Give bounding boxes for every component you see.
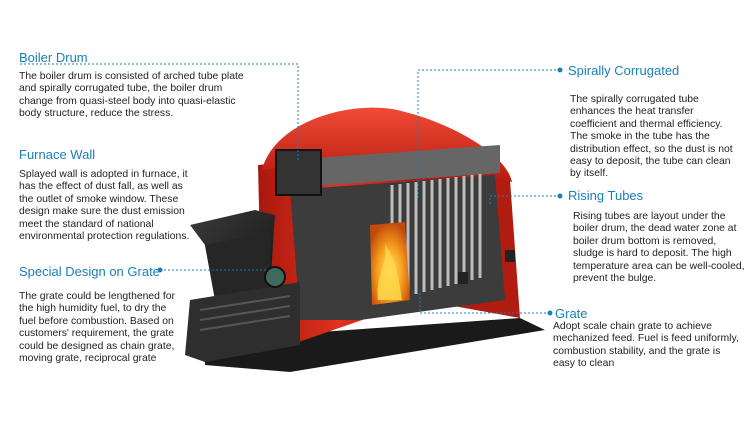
grate-desc: Adopt scale chain grate to achieve mecha…	[553, 321, 739, 370]
leader-dot	[547, 310, 553, 316]
inspection-door	[458, 272, 468, 284]
spirally-corrugated-title: Spirally Corrugated	[568, 63, 680, 78]
boiler-drum-title: Boiler Drum	[19, 50, 88, 65]
special-grate-desc: The grate could be lengthened for the hi…	[19, 291, 175, 365]
furnace-wall-title: Furnace Wall	[19, 147, 96, 162]
leader-dot	[157, 267, 163, 273]
rising-tubes	[390, 174, 482, 300]
hopper-front	[205, 232, 270, 300]
flame	[377, 245, 402, 300]
leader-lines	[20, 63, 560, 314]
smoke-window	[275, 149, 322, 196]
leader-dot	[557, 193, 563, 199]
spirally-corrugated-desc: The spirally corrugated tube enhances th…	[570, 94, 733, 180]
grate-box	[185, 282, 300, 362]
rising-tubes-title: Rising Tubes	[568, 188, 644, 203]
drive-motor	[264, 266, 286, 288]
grate-title: Grate	[555, 306, 588, 321]
inspection-door	[505, 250, 515, 262]
boiler-drum-desc: The boiler drum is consisted of arched t…	[19, 71, 244, 120]
special-grate-title: Special Design on Grate	[19, 264, 160, 279]
leader-dot	[557, 67, 563, 73]
furnace-wall-desc: Splayed wall is adopted in furnace, it h…	[19, 169, 190, 243]
boiler-base	[205, 318, 545, 372]
rising-tubes-desc: Rising tubes are layout under the boiler…	[573, 211, 745, 285]
tube-band	[295, 145, 500, 188]
grate-slots	[199, 295, 291, 331]
